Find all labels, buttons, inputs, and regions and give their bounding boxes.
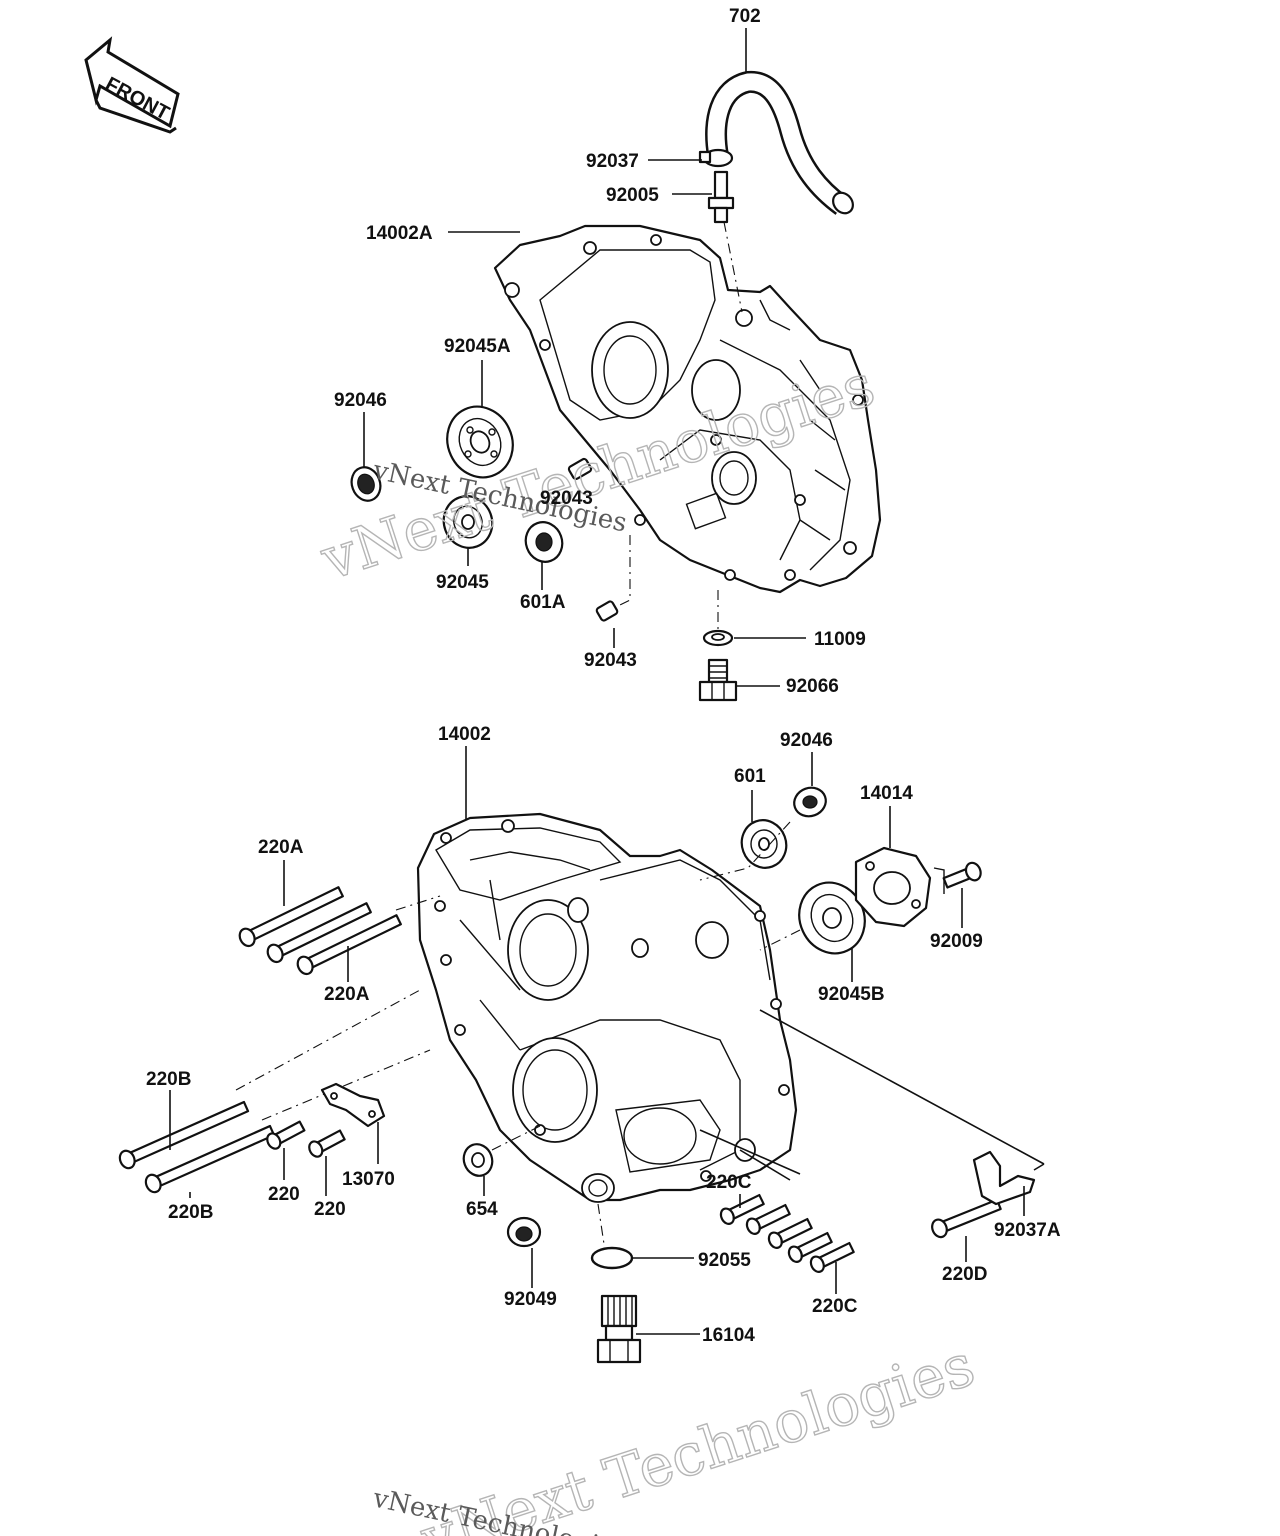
bolt-220D <box>931 1198 1002 1239</box>
dowel-pin-lower <box>595 600 619 622</box>
lower-crankcase-half <box>416 812 798 1203</box>
label-13070: 13070 <box>342 1169 395 1190</box>
label-220B: 220B <box>168 1202 213 1223</box>
bolts-220A <box>238 886 402 976</box>
dowel-pin-upper <box>567 457 593 481</box>
front-arrow-icon: FRONT <box>84 36 180 134</box>
label-220C: 220C <box>812 1296 858 1317</box>
drain-plug-92066 <box>698 658 738 702</box>
label-220A: 220A <box>324 984 370 1005</box>
bracket-92037A <box>972 1150 1036 1206</box>
bearing-92045B <box>798 881 866 955</box>
upper-part-labels: 702 92037 92005 14002A 92045A 92046 9204… <box>334 6 866 697</box>
label-92045A: 92045A <box>444 336 511 357</box>
breather-fitting <box>707 170 735 224</box>
bolts-220C <box>719 1193 855 1273</box>
label-16104: 16104 <box>702 1325 755 1346</box>
watermark-lower: vNext Technologies vNext Technologies <box>370 1330 983 1536</box>
oil-screen-16104 <box>596 1294 642 1364</box>
hose-clamp <box>698 148 734 168</box>
o-ring-92055 <box>590 1246 634 1270</box>
bearing-601A <box>524 521 564 563</box>
retainer-14014 <box>854 846 932 928</box>
label-92005: 92005 <box>606 185 659 206</box>
label-92045B: 92045B <box>818 984 885 1005</box>
oil-seal-92049 <box>506 1216 542 1248</box>
lower-leaders <box>169 746 1025 1335</box>
label-92043: 92043 <box>584 650 637 671</box>
bolts-220B <box>118 1100 276 1194</box>
label-601: 601 <box>734 766 766 787</box>
label-654: 654 <box>466 1199 498 1220</box>
label-220B-top: 220B <box>146 1069 191 1090</box>
bearing-92046-upper <box>350 466 382 502</box>
label-14002A: 14002A <box>366 223 433 244</box>
watermark-outline-lower: vNext Technologies <box>412 1331 982 1536</box>
plate-13070 <box>320 1082 386 1128</box>
bearing-92045A <box>446 405 514 479</box>
bearing-92046-lower <box>793 786 827 818</box>
label-220A-top: 220A <box>258 837 304 858</box>
label-220D: 220D <box>942 1264 987 1285</box>
label-92009: 92009 <box>930 931 983 952</box>
bolts-220 <box>266 1120 346 1158</box>
label-92046-lower: 92046 <box>780 730 833 751</box>
collar-654 <box>462 1143 494 1177</box>
label-92045: 92045 <box>436 572 489 593</box>
label-14002: 14002 <box>438 724 491 745</box>
label-92055: 92055 <box>698 1250 751 1271</box>
label-14014: 14014 <box>860 783 913 804</box>
label-220C-top: 220C <box>706 1172 752 1193</box>
label-220-a: 220 <box>268 1184 300 1205</box>
label-220-b: 220 <box>314 1199 346 1220</box>
label-92037A: 92037A <box>994 1220 1061 1241</box>
screw-92009 <box>942 861 982 889</box>
upper-crankcase-half <box>493 224 882 594</box>
bearing-92045 <box>442 495 494 549</box>
label-601A: 601A <box>520 592 566 613</box>
lower-part-labels: 14002 92046 601 14014 220A 92009 220A 92… <box>146 724 1061 1346</box>
upper-leaders <box>363 28 806 687</box>
label-92046-upper: 92046 <box>334 390 387 411</box>
label-11009: 11009 <box>814 629 866 650</box>
bearing-601 <box>740 819 788 869</box>
label-702: 702 <box>729 6 761 27</box>
label-92043-top: 92043 <box>540 488 593 509</box>
breather-hose <box>705 70 854 215</box>
label-92066: 92066 <box>786 676 839 697</box>
label-92049: 92049 <box>504 1289 557 1310</box>
label-92037: 92037 <box>586 151 639 172</box>
washer-11009 <box>702 629 734 647</box>
